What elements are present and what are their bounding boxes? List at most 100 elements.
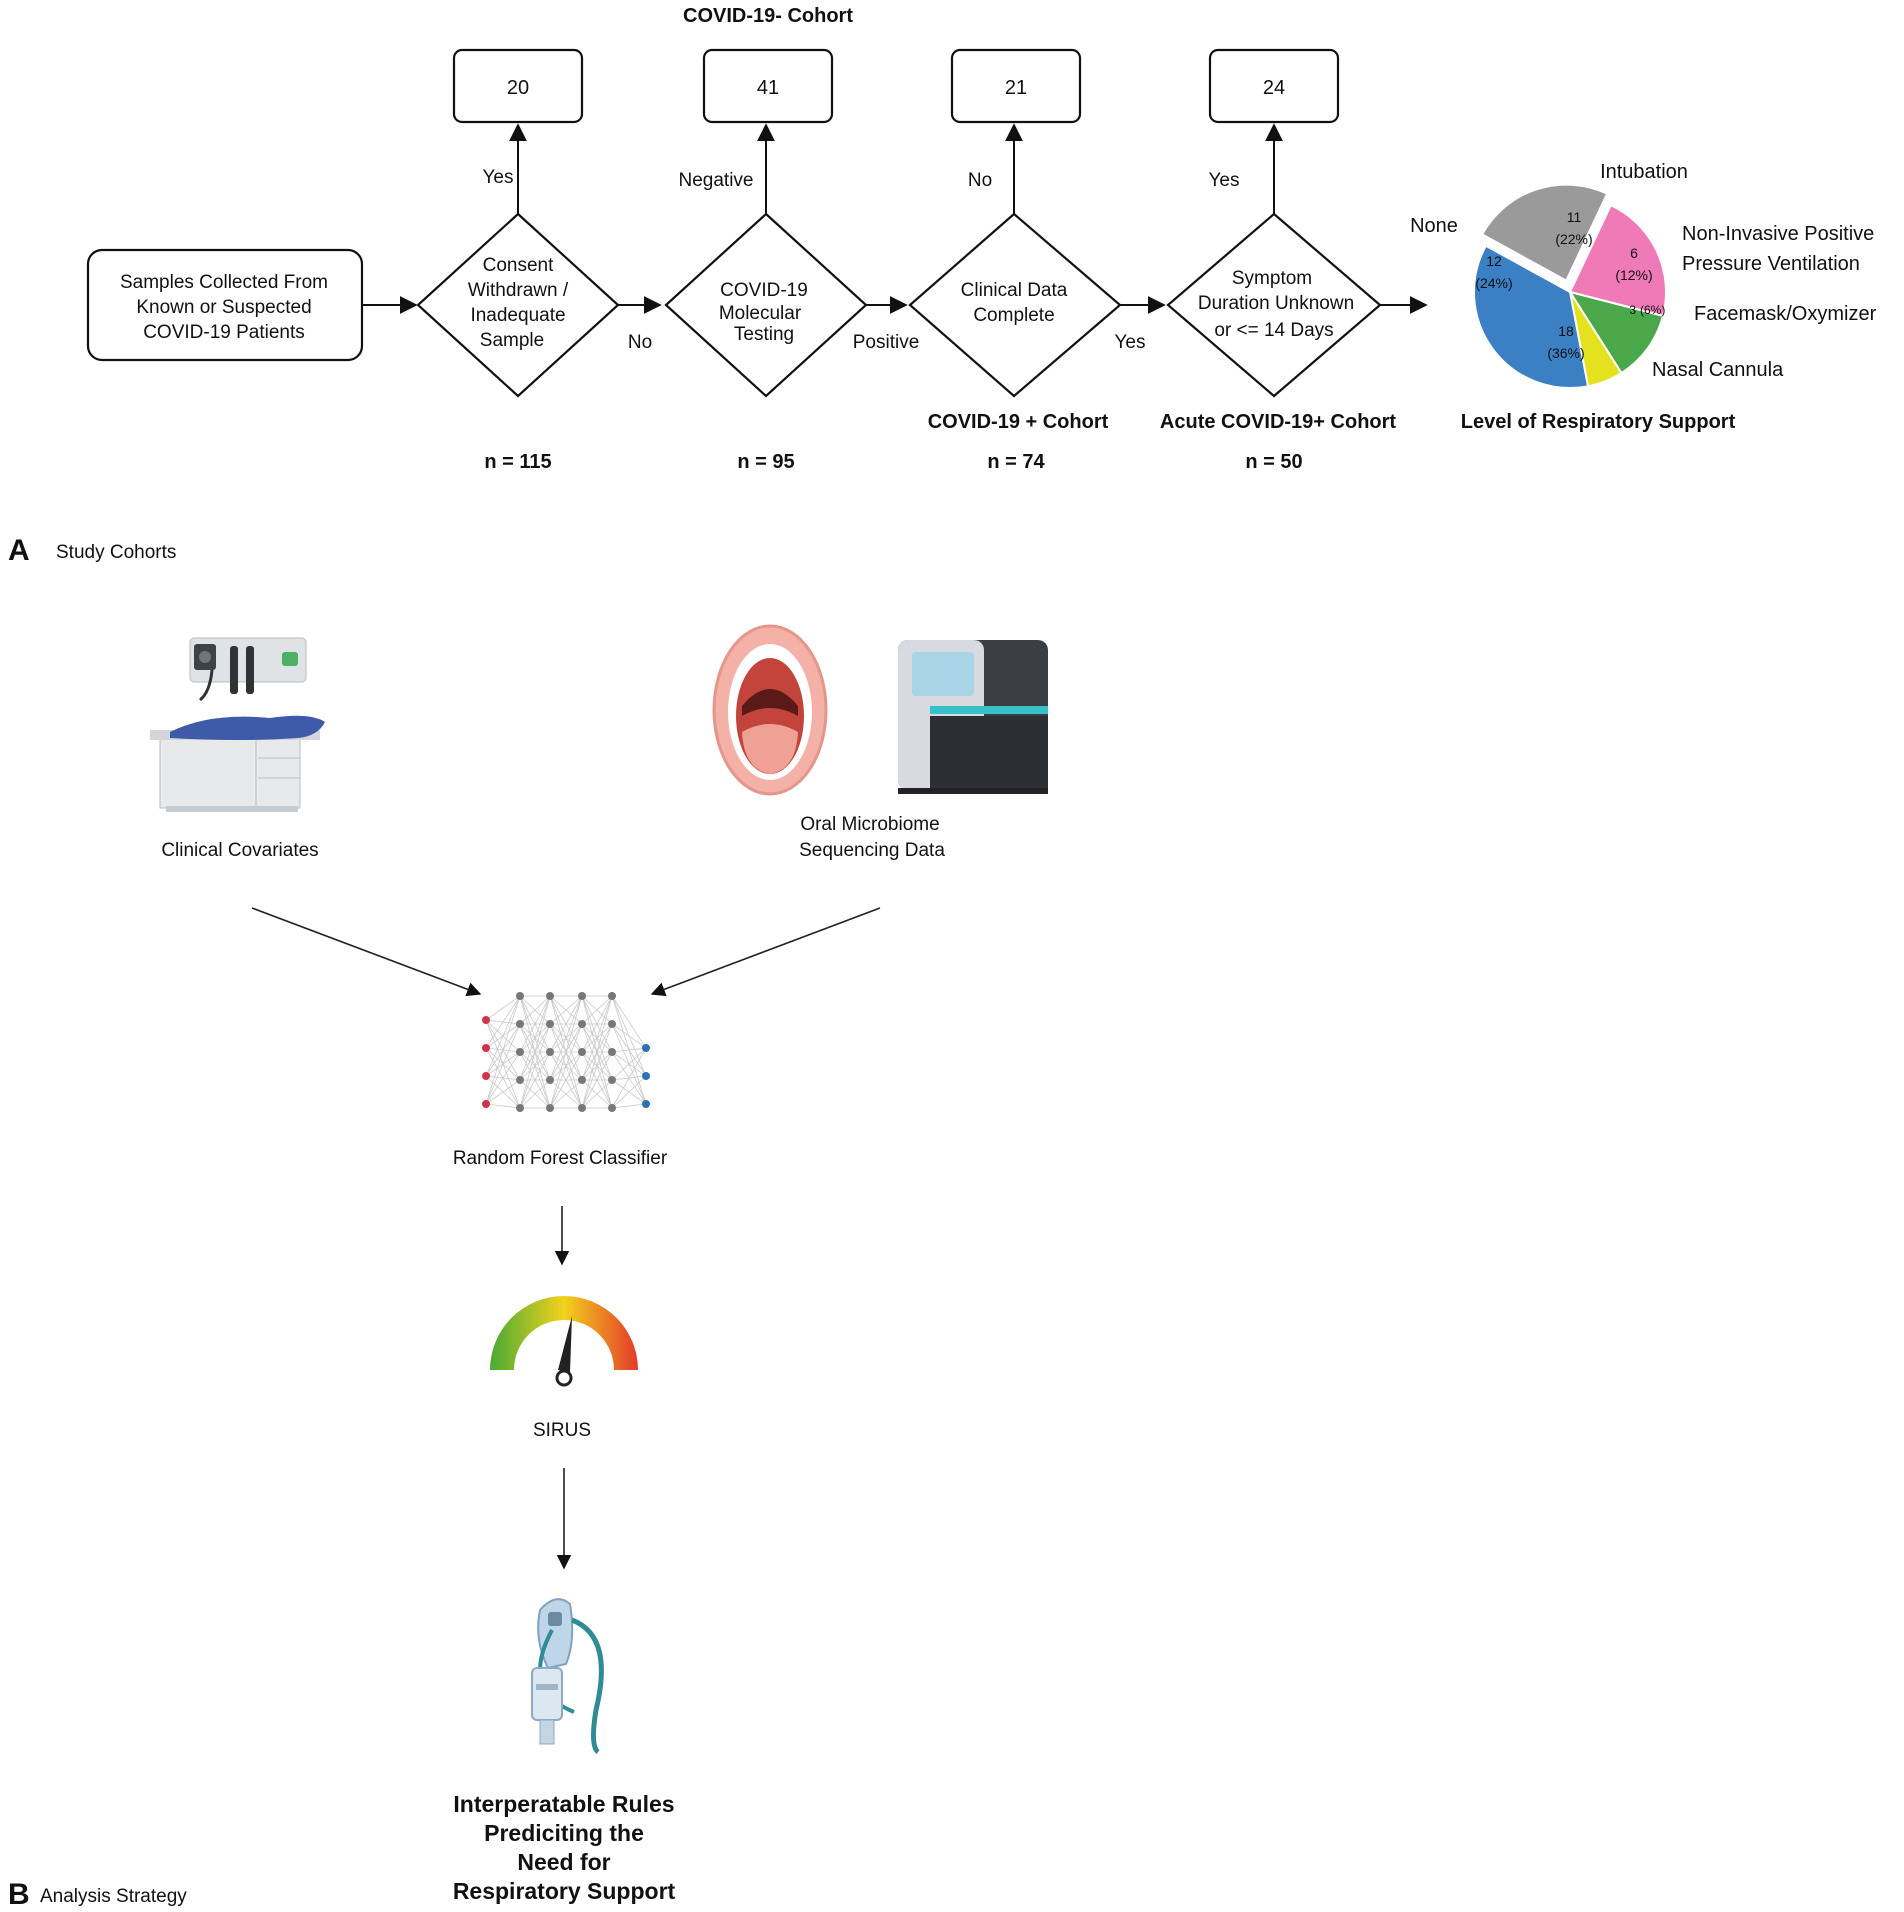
nn-edge [581, 995, 613, 1025]
nn-edge [611, 1075, 647, 1109]
pie-label-intubation: Intubation [1600, 161, 1688, 183]
pie-slice-intubation [1568, 203, 1667, 318]
nn-node [482, 1016, 490, 1024]
decision-symptom-line-1: Symptom [1232, 268, 1312, 289]
nn-edge [549, 1051, 583, 1109]
decision-consent-line-3: Inadequate [470, 305, 565, 326]
result-line-3: Need for [517, 1849, 610, 1875]
nn-node [546, 1104, 554, 1112]
panel-b-label: Analysis Strategy [40, 1886, 187, 1907]
microbiome-label-line-2: Sequencing Data [799, 840, 945, 861]
panel-a: COVID-19- Cohort Samples Collected From … [8, 5, 1877, 567]
nn-node [482, 1100, 490, 1108]
result-line-2: Prediciting the [484, 1820, 644, 1846]
nn-node [516, 992, 524, 1000]
result-line-1: Interperatable Rules [453, 1791, 674, 1817]
decision-clinical-no-label: No [968, 170, 992, 191]
decision-molecular-line-2: Molecular [719, 303, 802, 324]
decision-molecular-positive-label: Positive [853, 332, 920, 353]
decision-symptom-line-3: or <= 14 Days [1214, 320, 1333, 341]
pie-pct-nasal: (36%) [1547, 345, 1584, 361]
clinical-covariates-label: Clinical Covariates [161, 840, 318, 861]
decision-consent-line-4: Sample [480, 330, 544, 351]
nn-edge [581, 1023, 613, 1109]
pie-pct-facemask: (6%) [1640, 303, 1665, 317]
pie-label-nippv-1: Non-Invasive Positive [1682, 223, 1874, 245]
exam-room-icon [150, 637, 325, 812]
sequencer-icon [898, 640, 1048, 794]
n-74: n = 74 [987, 451, 1045, 473]
panel-b: Clinical Covariates Oral Microbiome Sequ… [8, 624, 1048, 1911]
decision-consent-line-2: Withdrawn / [468, 280, 569, 301]
decision-molecular-negative-label: Negative [679, 170, 754, 191]
nn-edge [485, 1023, 521, 1105]
decision-clinical-line-2: Complete [973, 305, 1054, 326]
pie-count-nasal: 18 [1558, 323, 1574, 339]
neural-network-icon [482, 992, 650, 1112]
pie-label-none: None [1410, 215, 1458, 237]
nn-edge [485, 1079, 521, 1105]
microbiome-label-line-1: Oral Microbiome [800, 814, 939, 835]
start-box: Samples Collected From Known or Suspecte… [86, 248, 364, 362]
n-115: n = 115 [484, 451, 551, 473]
n-95: n = 95 [737, 451, 794, 473]
nn-edge [485, 995, 521, 1049]
nn-node [546, 1076, 554, 1084]
nn-edge [581, 1079, 613, 1109]
nn-node [642, 1072, 650, 1080]
nn-node [578, 1020, 586, 1028]
open-mouth-icon [712, 624, 828, 796]
excluded-count-2: 41 [757, 77, 779, 99]
nn-edge [611, 1047, 647, 1109]
decision-molecular-testing: COVID-19 Molecular Testing Negative 41 P… [664, 48, 920, 473]
excluded-box-2 [702, 48, 834, 124]
nn-node [516, 1076, 524, 1084]
nn-edge [611, 1023, 647, 1049]
nn-edge [549, 995, 583, 1025]
nn-node [578, 1104, 586, 1112]
nn-node [642, 1044, 650, 1052]
decision-symptom-duration: Symptom Duration Unknown or <= 14 Days Y… [1160, 48, 1396, 473]
pie-count-nippv: 6 [1630, 245, 1638, 261]
panel-a-label: Study Cohorts [56, 542, 176, 563]
pie-label-facemask: Facemask/Oxymizer [1694, 303, 1877, 325]
nn-edge [549, 995, 583, 1081]
decision-molecular-line-3: Testing [734, 324, 794, 345]
covid-positive-cohort-title: COVID-19 + Cohort [928, 411, 1109, 433]
nn-node [578, 1048, 586, 1056]
pie-slice-nasal-cannula [1472, 244, 1590, 389]
nn-edge [549, 995, 583, 1109]
nn-edge [581, 995, 613, 1053]
decision-consent-line-1: Consent [483, 255, 554, 276]
nn-edge [581, 995, 613, 1109]
excluded-box-1 [452, 48, 584, 124]
nn-edge [485, 995, 521, 1105]
nn-edge [519, 995, 551, 1053]
nn-node [546, 1048, 554, 1056]
nn-edge [581, 995, 613, 1081]
sirus-label: SIRUS [533, 1420, 591, 1441]
n-50: n = 50 [1245, 451, 1302, 473]
pie-count-none: 12 [1486, 253, 1502, 269]
nn-edge [519, 1023, 551, 1109]
nn-edge [611, 1047, 647, 1081]
pie-count-facemask: 3 [1629, 303, 1636, 317]
start-box-line-3: COVID-19 Patients [143, 322, 305, 343]
nn-node [608, 1020, 616, 1028]
decision-clinical-shape [908, 212, 1122, 398]
pie-slice-none [1480, 183, 1609, 282]
decision-symptom-yes-label: Yes [1209, 170, 1240, 191]
nn-edge [519, 1051, 551, 1109]
nn-edge [519, 995, 551, 1025]
decision-clinical-yes-label: Yes [1115, 332, 1146, 353]
panel-a-letter: A [8, 534, 30, 567]
nn-node [516, 1020, 524, 1028]
covid-negative-cohort-title: COVID-19- Cohort [683, 5, 853, 27]
nn-node [546, 992, 554, 1000]
excluded-count-1: 20 [507, 77, 529, 99]
oxygen-mask-icon [531, 1598, 604, 1754]
nn-node [482, 1072, 490, 1080]
nn-edge [611, 995, 647, 1049]
nn-node [546, 1020, 554, 1028]
